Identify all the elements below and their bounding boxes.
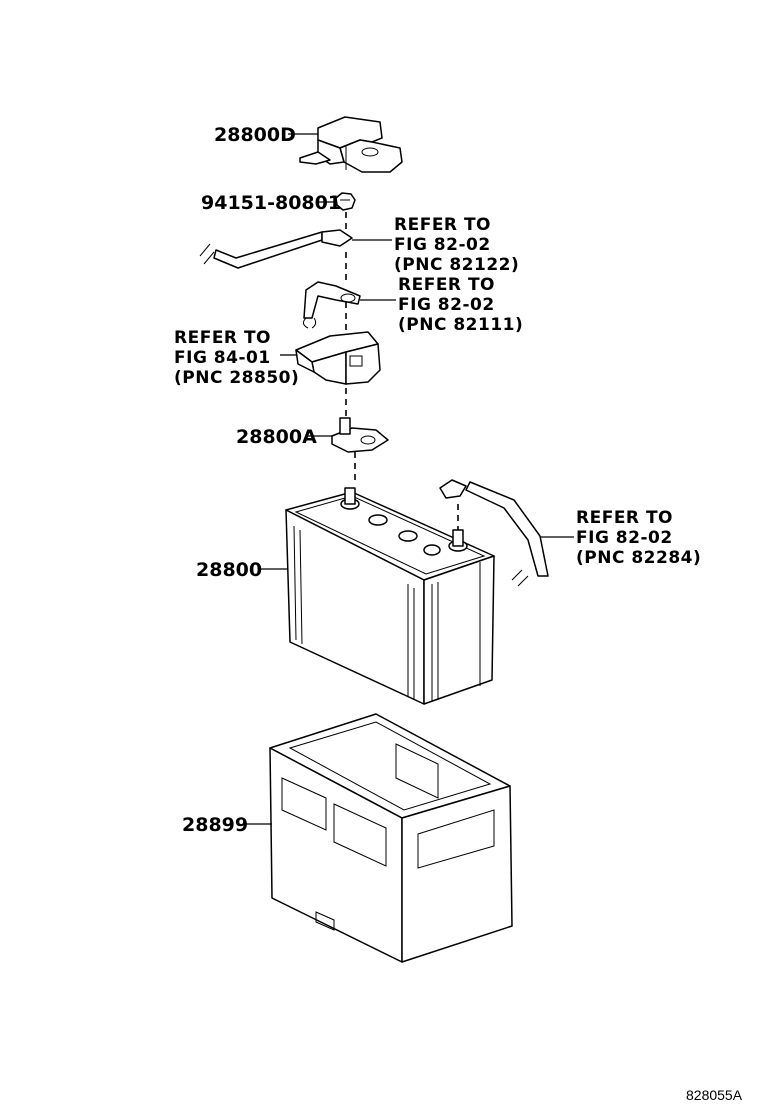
ref2-line2: FIG 82-02 [398, 295, 495, 315]
cable-82122[interactable] [199, 229, 353, 269]
ref2-line1: REFER TO [398, 275, 495, 295]
part-number-nut: 94151-80801 [201, 192, 341, 214]
ref4-line1: REFER TO [576, 508, 673, 528]
ref1-line1: REFER TO [394, 215, 491, 235]
ref1-line2: FIG 82-02 [394, 235, 491, 255]
battery-tray-28899[interactable] [269, 713, 513, 963]
ref2-line3: (PNC 82111) [398, 315, 523, 335]
ref4-line3: (PNC 82284) [576, 548, 701, 568]
ref4-line2: FIG 82-02 [576, 528, 673, 548]
part-number-28899: 28899 [182, 814, 248, 836]
terminal-clamp-28800a[interactable] [331, 417, 389, 453]
ref3-line3: (PNC 28850) [174, 368, 299, 388]
part-number-28800: 28800 [196, 559, 262, 581]
fuse-block-28850[interactable] [295, 331, 381, 385]
part-number-28800d: 28800D [214, 124, 296, 146]
ref3-line2: FIG 84-01 [174, 348, 271, 368]
cable-82284[interactable] [439, 479, 549, 587]
terminal-cover-28800d[interactable] [299, 116, 403, 173]
ref3-line1: REFER TO [174, 328, 271, 348]
nut-94151-80801[interactable] [335, 192, 356, 211]
figure-code: 828055A [686, 1087, 743, 1103]
terminal-82111[interactable] [302, 281, 361, 329]
battery-28800[interactable] [285, 487, 495, 705]
part-number-28800a: 28800A [236, 426, 317, 448]
ref1-line3: (PNC 82122) [394, 255, 519, 275]
